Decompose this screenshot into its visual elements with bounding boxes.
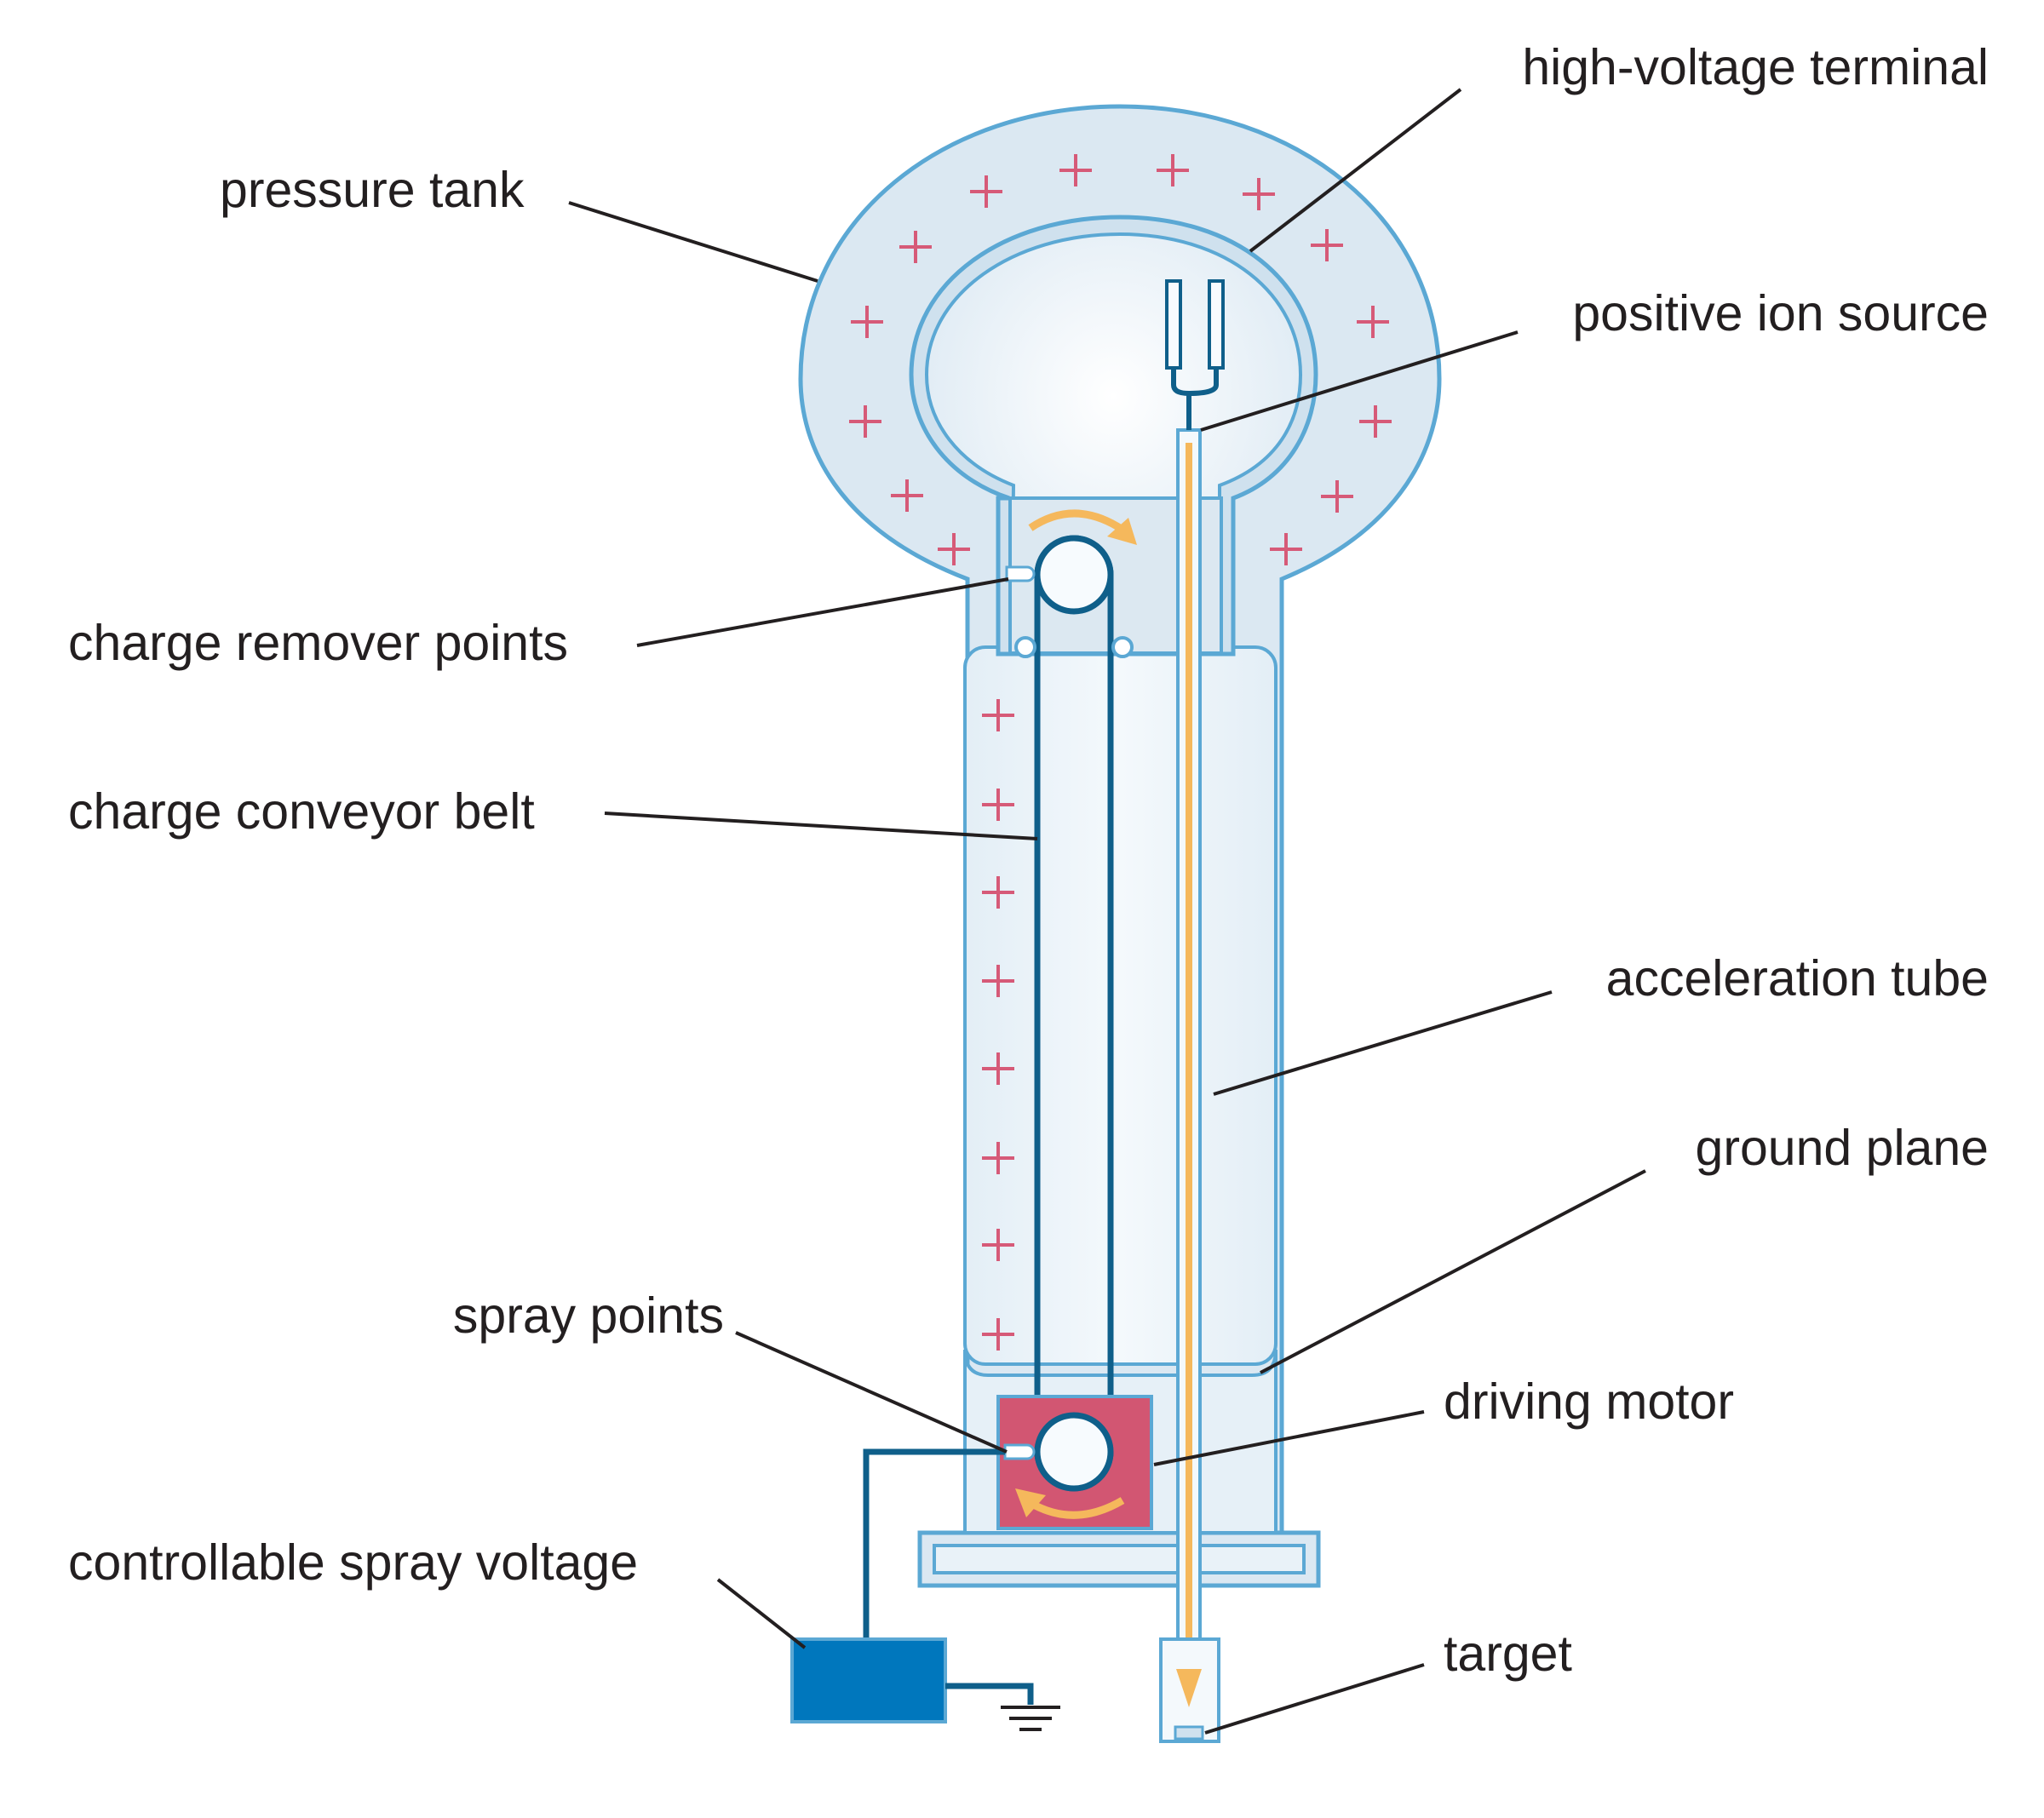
upper-pulley — [1034, 535, 1114, 615]
plus-charge-icon — [982, 699, 1014, 731]
leader-controllable-spray-voltage — [716, 1578, 807, 1649]
leader-charge-conveyor-belt — [604, 812, 1038, 840]
label-charge-conveyor-belt: charge conveyor belt — [68, 783, 535, 840]
plus-charge-icon — [1157, 154, 1189, 186]
leader-high-voltage-terminal — [1249, 88, 1462, 253]
plus-charge-icon — [1359, 405, 1392, 438]
plus-charge-icon — [982, 1229, 1014, 1261]
plus-charge-icon — [851, 306, 883, 338]
plus-charge-icon — [891, 479, 923, 512]
label-acceleration-tube: acceleration tube — [1606, 950, 1989, 1006]
label-pressure-tank: pressure tank — [220, 162, 525, 218]
column-interior — [963, 645, 1278, 1366]
plus-charge-icon — [1243, 178, 1275, 210]
beam-arrowhead — [1176, 1669, 1202, 1707]
label-driving-motor: driving motor — [1444, 1374, 1734, 1430]
plus-charge-icon — [1270, 533, 1302, 565]
leader-target — [1204, 1663, 1425, 1735]
target — [1174, 1725, 1204, 1741]
target-chamber — [1159, 1637, 1220, 1743]
plus-charge-icon — [1357, 306, 1389, 338]
ground-symbol-icon — [1001, 1706, 1060, 1731]
label-positive-ion-source: positive ion source — [1572, 285, 1989, 341]
label-ground-plane: ground plane — [1696, 1120, 1989, 1176]
label-controllable-spray-voltage: controllable spray voltage — [68, 1534, 638, 1591]
plus-charge-icon — [1321, 480, 1353, 513]
positive-charges — [849, 154, 1392, 1351]
leader-pressure-tank — [568, 201, 818, 283]
plus-charge-icon — [982, 1142, 1014, 1174]
leader-charge-remover-points — [636, 577, 1009, 647]
idler-right — [1111, 636, 1134, 658]
leader-spray-points — [735, 1331, 1008, 1454]
leader-ground-plane — [1260, 1169, 1646, 1374]
spray-voltage-supply — [790, 1637, 947, 1723]
label-high-voltage-terminal: high-voltage terminal — [1522, 39, 1989, 95]
plus-charge-icon — [849, 405, 881, 438]
plus-charge-icon — [970, 175, 1002, 208]
label-charge-remover-points: charge remover points — [68, 615, 568, 671]
plus-charge-icon — [982, 1318, 1014, 1351]
leader-acceleration-tube — [1213, 990, 1553, 1096]
leader-driving-motor — [1153, 1410, 1425, 1466]
upper-rotation-arrow — [1028, 509, 1125, 533]
ion-source-feed — [1171, 368, 1219, 430]
lower-pulley — [1034, 1412, 1114, 1492]
label-target: target — [1444, 1626, 1572, 1682]
plus-charge-icon — [982, 1052, 1014, 1085]
lower-rotation-arrowhead — [1015, 1488, 1046, 1517]
spray-voltage-wire — [863, 1448, 1005, 1643]
plus-charge-icon — [899, 231, 932, 263]
leader-positive-ion-source — [1200, 330, 1519, 432]
ground-wire — [945, 1683, 1034, 1705]
spray-point — [1003, 1443, 1036, 1460]
plus-charge-icon — [1059, 154, 1092, 186]
idler-left — [1014, 636, 1036, 658]
plus-charge-icon — [982, 965, 1014, 997]
lower-rotation-arrow — [1028, 1497, 1125, 1519]
plus-charge-icon — [938, 533, 970, 565]
plus-charge-icon — [1311, 229, 1343, 261]
plus-charge-icon — [982, 876, 1014, 909]
plus-charge-icon — [982, 789, 1014, 821]
base-plate-inner — [933, 1544, 1306, 1574]
ion-source-electrode-right — [1208, 279, 1225, 370]
upper-rotation-arrowhead — [1107, 518, 1137, 545]
charge-remover-point — [1005, 565, 1036, 582]
label-spray-points: spray points — [453, 1288, 724, 1344]
ion-source-electrode-left — [1165, 279, 1182, 370]
